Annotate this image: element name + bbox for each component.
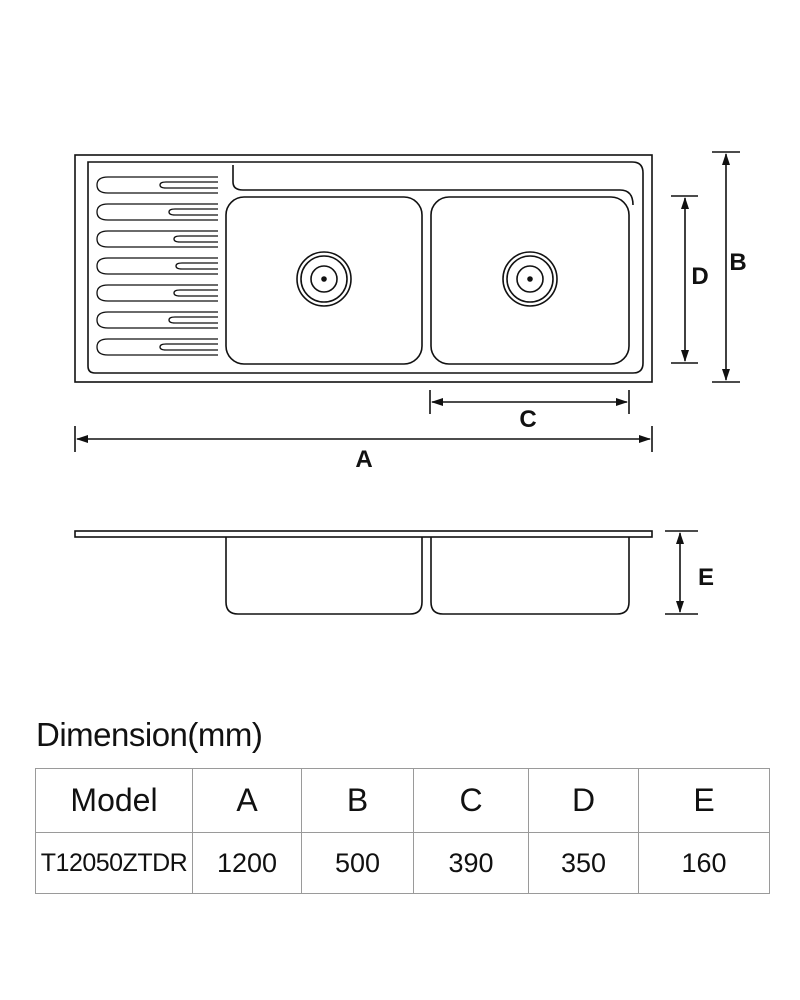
header-d: D bbox=[528, 768, 639, 833]
header-model: Model bbox=[35, 768, 193, 833]
header-c: C bbox=[413, 768, 529, 833]
dimension-table-title: Dimension(mm) bbox=[36, 716, 263, 753]
dimension-e-label: E bbox=[698, 564, 714, 591]
side-view-right-bowl bbox=[430, 537, 630, 615]
cell-b: 500 bbox=[301, 832, 414, 894]
cell-d: 350 bbox=[528, 832, 639, 894]
left-bowl bbox=[225, 196, 423, 365]
dimension-c-label: C bbox=[519, 406, 536, 433]
sink-technical-drawing: B D C A E bbox=[74, 151, 747, 615]
sink-side-view bbox=[74, 530, 698, 615]
side-view-rim bbox=[74, 530, 653, 538]
table-header-row: Model A B C D E bbox=[35, 768, 770, 833]
side-view-left-bowl bbox=[225, 537, 423, 615]
left-drain-icon bbox=[296, 251, 352, 307]
cell-a: 1200 bbox=[192, 832, 302, 894]
sink-top-view bbox=[74, 154, 653, 383]
dimension-a-label: A bbox=[355, 446, 372, 473]
drainboard-grooves bbox=[96, 176, 218, 356]
right-bowl bbox=[430, 196, 630, 365]
header-a: A bbox=[192, 768, 302, 833]
table-row: T12050ZTDR 1200 500 390 350 160 bbox=[35, 832, 770, 894]
right-drain-icon bbox=[502, 251, 558, 307]
cell-e: 160 bbox=[638, 832, 770, 894]
dimension-b-label: B bbox=[729, 249, 746, 276]
dimension-d-label: D bbox=[691, 263, 708, 290]
top-view-dimensions bbox=[74, 151, 740, 452]
drainboard-ridge bbox=[232, 165, 634, 206]
dimension-table: Model A B C D E T12050ZTDR 1200 500 390 … bbox=[35, 768, 770, 894]
header-b: B bbox=[301, 768, 414, 833]
cell-model: T12050ZTDR bbox=[35, 832, 193, 894]
cell-c: 390 bbox=[413, 832, 529, 894]
header-e: E bbox=[638, 768, 770, 833]
sink-outer-outline bbox=[74, 154, 653, 383]
sink-inner-outline bbox=[87, 161, 644, 374]
